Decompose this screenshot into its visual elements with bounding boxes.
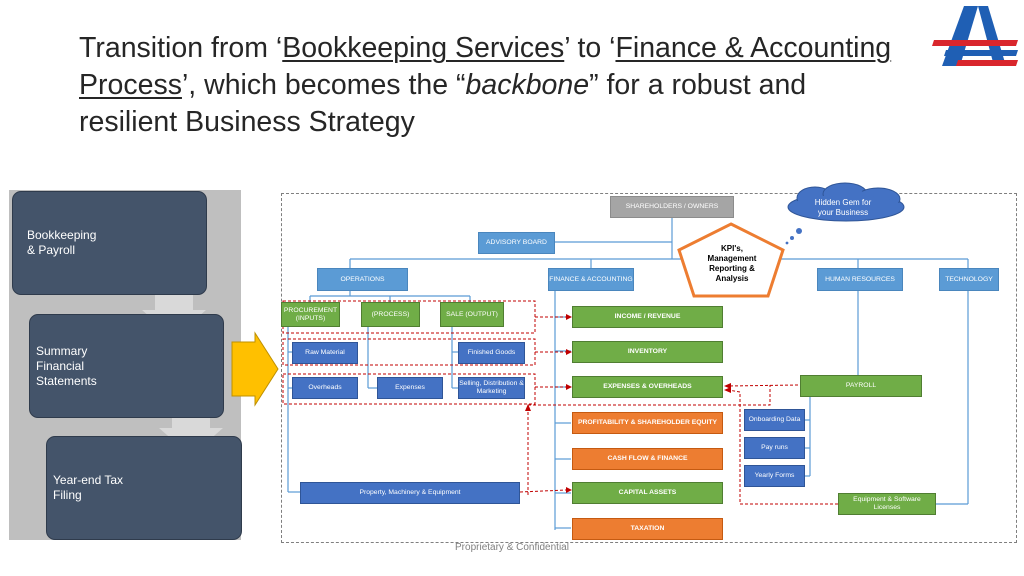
process-box: (PROCESS) — [361, 302, 420, 327]
dashed-group-expenses — [282, 373, 536, 405]
hidden-gem-cloud — [785, 182, 905, 245]
step-label: Bookkeeping& Payroll — [27, 228, 97, 257]
advisory-board-box: ADVISORY BOARD — [478, 232, 555, 254]
arrowhead — [724, 387, 731, 393]
procurement-box: PROCUREMENT(INPUTS) — [281, 302, 340, 327]
title-part-5: backbone — [465, 69, 590, 101]
arrowhead — [724, 383, 731, 389]
onboarding-data-box: Onboarding Data — [744, 409, 805, 431]
diagram-frame — [281, 193, 1017, 543]
title-part-2: ’ to ‘ — [564, 32, 616, 64]
flow-capital — [519, 489, 567, 493]
finance-accounting-box: FINANCE & ACCOUNTING — [548, 268, 634, 291]
yearly-forms-box: Yearly Forms — [744, 465, 805, 487]
title-part-4: ’, which becomes the “ — [181, 69, 466, 101]
technology-box: TECHNOLOGY — [939, 268, 999, 291]
logo-stripe-1 — [932, 40, 1018, 46]
flow-payroll-expenses — [727, 384, 799, 387]
shareholders-box: SHAREHOLDERS / OWNERS — [610, 196, 734, 218]
finance-item-expenses: EXPENSES & OVERHEADS — [572, 376, 723, 398]
operations-box: OPERATIONS — [317, 268, 408, 291]
logo-stripe-2 — [944, 50, 1018, 56]
kpi-pentagon — [677, 222, 785, 298]
title-part-1: Bookkeeping Services — [282, 32, 565, 64]
flow-loop-top — [528, 385, 771, 406]
flow-equipment — [727, 389, 838, 505]
payroll-box: PAYROLL — [800, 375, 922, 397]
arrowhead — [566, 487, 572, 493]
expenses-box: Expenses — [377, 377, 443, 399]
selling-distribution-box: Selling, Distribution &Marketing — [458, 377, 525, 399]
page-title: Transition from ‘Bookkeeping Services’ t… — [79, 30, 899, 141]
finance-item-cash-flow: CASH FLOW & FINANCE — [572, 448, 723, 470]
finance-item-profitability: PROFITABILITY & SHAREHOLDER EQUITY — [572, 412, 723, 434]
finance-item-income: INCOME / REVENUE — [572, 306, 723, 328]
finance-item-taxation: TAXATION — [572, 518, 723, 540]
title-part-0: Transition from ‘ — [79, 32, 283, 64]
property-machinery-box: Property, Machinery & Equipment — [300, 482, 520, 504]
title-part-3: Finance & Accounting Process — [79, 32, 892, 101]
sale-output-box: SALE (OUTPUT) — [440, 302, 504, 327]
overheads-box: Overheads — [292, 377, 358, 399]
step-bookkeeping-payroll: Bookkeeping& Payroll — [12, 191, 207, 295]
equipment-licenses-box: Equipment & Software Licenses — [838, 493, 936, 515]
finished-goods-box: Finished Goods — [458, 342, 525, 364]
company-logo — [932, 6, 1018, 66]
arrowhead — [566, 314, 572, 320]
raw-material-box: Raw Material — [292, 342, 358, 364]
finance-item-capital-assets: CAPITAL ASSETS — [572, 482, 723, 504]
arrowhead — [566, 384, 572, 390]
finance-item-inventory: INVENTORY — [572, 341, 723, 363]
title-part-6: ” for a robust and resilient Business St… — [79, 69, 807, 138]
pay-runs-box: Pay runs — [744, 437, 805, 459]
arrowhead — [566, 349, 572, 355]
arrowhead — [525, 404, 531, 411]
footer-confidential: Proprietary & Confidential — [455, 542, 569, 553]
logo-stripe-3 — [956, 60, 1018, 66]
human-resources-box: HUMAN RESOURCES — [817, 268, 903, 291]
transition-arrow — [231, 331, 279, 407]
